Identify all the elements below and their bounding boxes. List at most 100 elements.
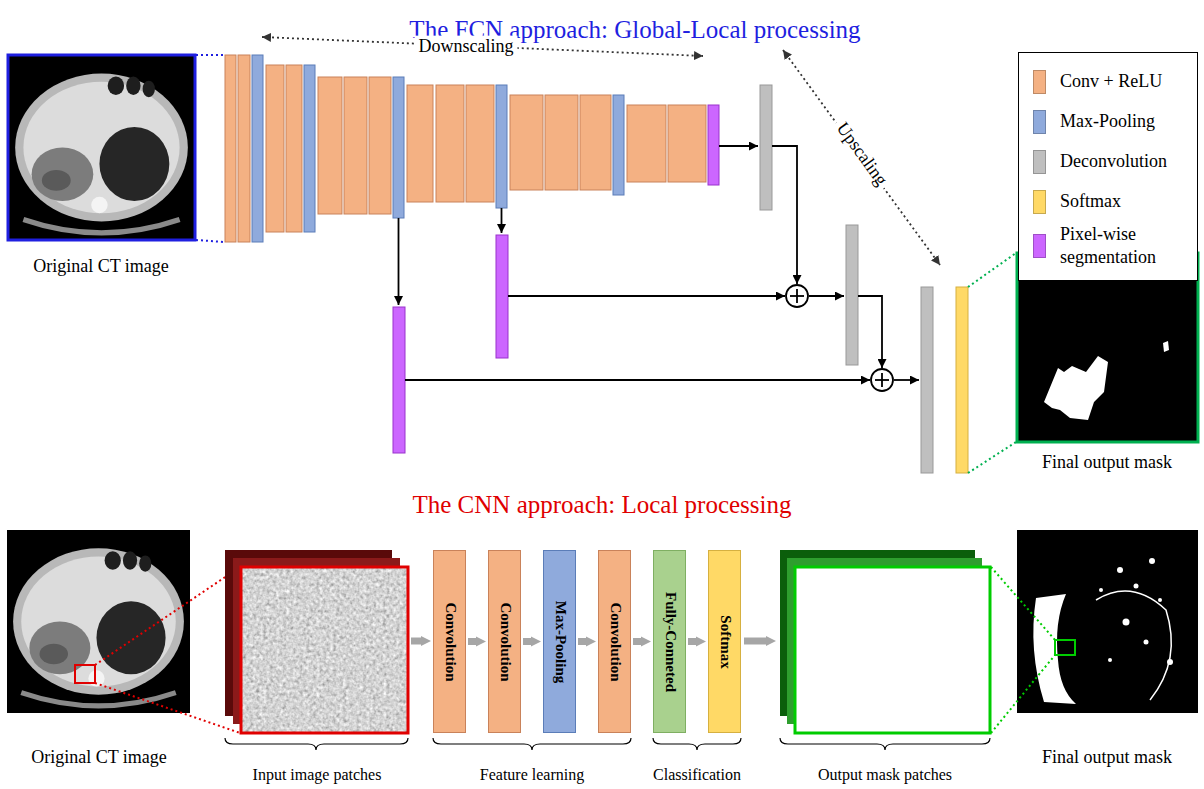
- flow-arrow: [744, 638, 766, 645]
- encoder-layers: [466, 85, 494, 202]
- sum-symbol: [881, 373, 883, 387]
- legend-swatch: [1033, 110, 1046, 134]
- legend-text: Conv + ReLU: [1060, 70, 1162, 93]
- brace: [225, 738, 990, 750]
- legend-text: Pixel-wise segmentation: [1060, 223, 1187, 270]
- decoder-layers: [393, 307, 405, 453]
- ct-image: [196, 240, 224, 242]
- image-patches: [225, 550, 408, 733]
- layer-box: Fully-Conneted: [653, 550, 686, 733]
- encoder-layers: [252, 55, 263, 242]
- encoder-layers: [266, 65, 284, 232]
- brace-label: Feature learning: [480, 766, 584, 784]
- sum-symbol: [871, 369, 893, 391]
- scale-arrow: [262, 37, 703, 56]
- mask-image: [1134, 584, 1139, 589]
- encoder-layers: [225, 55, 236, 242]
- skip-lines: [772, 146, 797, 284]
- encoder-layers: [668, 105, 706, 182]
- legend-entry: Conv + ReLU: [1033, 63, 1187, 101]
- ct-image: [196, 54, 224, 56]
- skip-lines: [501, 208, 503, 233]
- encoder-layers: [304, 65, 315, 232]
- image-caption: Final output mask: [1042, 452, 1172, 473]
- image-caption: Final output mask: [1042, 747, 1172, 768]
- brace-label: Classification: [653, 766, 741, 784]
- encoder-layers: [407, 85, 433, 202]
- ct-image: [95, 683, 240, 733]
- legend-swatch: [1033, 190, 1046, 214]
- mask-patches: [780, 550, 990, 733]
- mask-image: [968, 442, 1016, 473]
- decoder-layers: [393, 85, 968, 473]
- scale-arrow: [262, 37, 940, 265]
- flow-arrow: [578, 638, 586, 645]
- skip-lines: [508, 295, 785, 297]
- layer-box: Convolution: [488, 550, 521, 733]
- ct-image: [8, 55, 195, 240]
- flow-arrow: [411, 638, 421, 645]
- brace: [653, 738, 741, 750]
- ct-image: [8, 55, 224, 242]
- mask-image: [968, 253, 1016, 287]
- legend-swatch: [1033, 150, 1046, 174]
- flow-arrow: [523, 638, 531, 645]
- encoder-layers: [627, 105, 666, 182]
- legend-text: Max-Pooling: [1060, 110, 1155, 133]
- flow-arrow: [633, 638, 641, 645]
- decoder-layers: [956, 287, 968, 473]
- legend-entry: Softmax: [1033, 183, 1187, 221]
- mask-image: [1149, 558, 1155, 564]
- section-title: The CNN approach: Local processing: [412, 491, 791, 520]
- layer-label: Fully-Conneted: [661, 591, 678, 691]
- skip-lines: [398, 218, 400, 305]
- section-title: The FCN approach: Global-Local processin…: [409, 16, 860, 45]
- decoder-layers: [496, 235, 508, 358]
- encoder-layers: [545, 95, 578, 190]
- flow-arrow: [411, 638, 766, 645]
- mask-image: [1144, 640, 1149, 645]
- legend-entry: Pixel-wise segmentation: [1033, 223, 1187, 270]
- encoder-layers: [708, 105, 719, 185]
- scale-label: Downscaling: [415, 36, 518, 57]
- encoder-layers: [436, 85, 464, 202]
- layer-box: Softmax: [708, 550, 741, 733]
- mask-image: [968, 253, 1198, 473]
- mask-image: [1158, 598, 1162, 602]
- legend-box: Conv + ReLU Max-PoolingDeconvolutionSoftm…: [1018, 52, 1198, 281]
- mask-image: [1123, 619, 1130, 626]
- mask-image: [991, 655, 1055, 733]
- mask-image: [1017, 253, 1198, 442]
- decoder-layers: [760, 85, 772, 210]
- skip-lines: [719, 145, 758, 147]
- sum-symbol: [786, 285, 893, 391]
- ct-image: [75, 665, 95, 683]
- brace: [780, 738, 990, 750]
- encoder-layers: [393, 77, 404, 218]
- mask-patches: [795, 567, 990, 733]
- legend-text: Deconvolution: [1060, 150, 1167, 173]
- skip-lines: [405, 379, 870, 381]
- layer-label: Convolution: [606, 602, 623, 681]
- encoder-layers: [318, 77, 342, 214]
- mask-image: [1163, 341, 1169, 352]
- encoder-layers: [238, 55, 250, 242]
- encoder-layers: [613, 95, 624, 195]
- legend-swatch: [1033, 70, 1046, 94]
- image-caption: Original CT image: [33, 256, 169, 277]
- image-caption: Original CT image: [31, 747, 167, 768]
- mask-image: [1099, 588, 1103, 592]
- encoder-layers: [286, 65, 302, 232]
- legend-entry: Deconvolution: [1033, 143, 1187, 181]
- ct-image: [7, 530, 190, 713]
- skip-lines: [399, 146, 920, 380]
- brace-label: Input image patches: [253, 766, 382, 784]
- flow-arrow: [468, 638, 476, 645]
- skip-lines: [858, 296, 882, 368]
- image-patches: [241, 567, 408, 733]
- brace: [433, 738, 631, 750]
- mask-image: [1167, 659, 1173, 665]
- ct-image: [9, 55, 194, 240]
- decoder-layers: [846, 225, 858, 365]
